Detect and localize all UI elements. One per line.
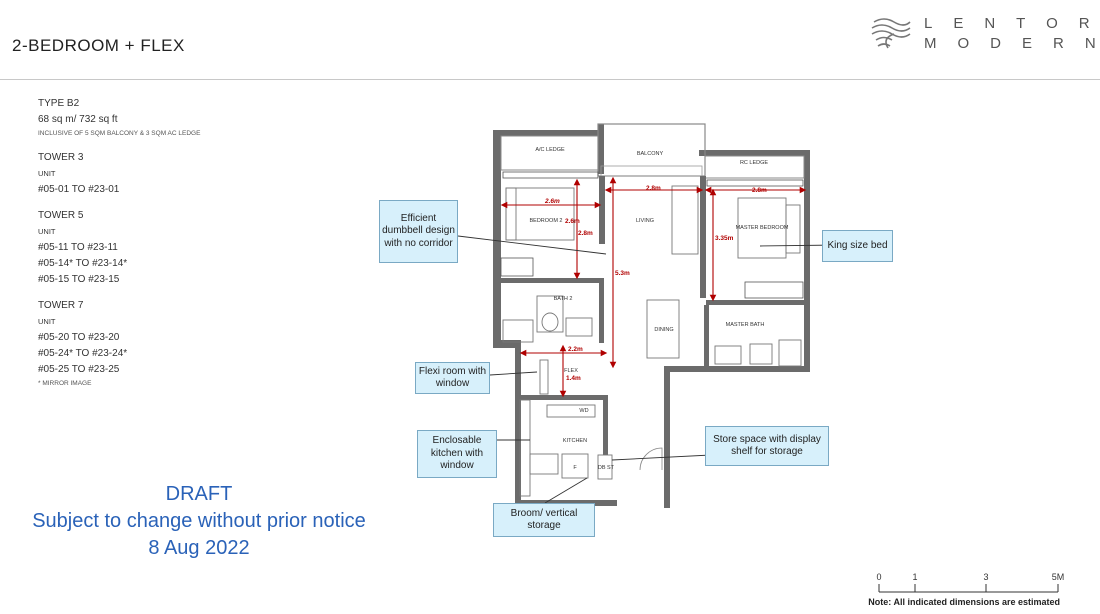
room-label-fridge: F <box>573 465 577 471</box>
scale-tick: 0 <box>876 572 881 582</box>
unit-info-panel: TYPE B2 68 sq m/ 732 sq ft INCLUSIVE OF … <box>38 96 200 390</box>
dim-flex-width: 2.2m <box>568 346 583 353</box>
mirror-note: * MIRROR IMAGE <box>38 380 92 387</box>
callout-king-bed: King size bed <box>822 230 893 262</box>
unit-area: 68 sq m/ 732 sq ft <box>38 114 118 125</box>
callout-broom-storage: Broom/ vertical storage <box>493 503 595 537</box>
room-label-bedroom-2: BEDROOM 2 <box>529 218 562 224</box>
unit-range: #05-15 TO #23-15 <box>38 274 120 285</box>
dim-flex-depth: 1.4m <box>566 375 581 382</box>
dim-master-depth: 3.35m <box>715 235 734 242</box>
dim-bedroom-width: 2.6m <box>544 198 560 205</box>
room-label-db-st: DB ST <box>598 465 615 471</box>
unit-type: TYPE B2 <box>38 98 80 109</box>
scale-tick: 1 <box>912 572 917 582</box>
unit-label: UNIT <box>38 227 56 236</box>
room-label-ac-ledge: A/C LEDGE <box>535 147 565 153</box>
entrance-door <box>639 447 663 471</box>
tower-name: TOWER 5 <box>38 210 84 221</box>
unit-label: UNIT <box>38 317 56 326</box>
draft-disclaimer: Subject to change without prior notice <box>32 510 366 532</box>
dim-corridor: 2.8m <box>578 230 593 237</box>
room-label-balcony: BALCONY <box>637 151 664 157</box>
balcony-outline <box>597 123 706 177</box>
draft-label: DRAFT <box>165 483 233 505</box>
windows <box>500 171 804 299</box>
unit-label: UNIT <box>38 169 56 178</box>
unit-range: #05-25 TO #23-25 <box>38 364 120 375</box>
scale-tick: 3 <box>983 572 988 582</box>
unit-range: #05-20 TO #23-20 <box>38 332 120 343</box>
page-title: 2-BEDROOM + FLEX <box>12 36 185 55</box>
scale-tick: 5M <box>1052 572 1065 582</box>
room-label-living: LIVING <box>636 218 654 224</box>
balcony-door <box>600 165 703 177</box>
draft-date: 8 Aug 2022 <box>148 537 250 559</box>
room-label-wd: WD <box>579 408 588 414</box>
unit-inclusive-note: INCLUSIVE OF 5 SQM BALCONY & 3 SQM AC LE… <box>38 130 201 137</box>
dim-master-width: 2.8m <box>752 187 767 194</box>
wave-logo-icon <box>871 18 911 49</box>
interior-walls <box>501 176 804 455</box>
dim-bedroom-depth: 2.6m <box>565 218 580 225</box>
brand-wordmark: LENTOR MODERN <box>924 14 1100 54</box>
draft-notice: DRAFT Subject to change without prior no… <box>0 481 398 562</box>
room-label-dining: DINING <box>654 327 673 333</box>
unit-range: #05-11 TO #23-11 <box>38 242 118 253</box>
room-label-flex: FLEX <box>564 368 578 374</box>
dim-living-width: 2.8m <box>646 185 661 192</box>
callout-store-space: Store space with display shelf for stora… <box>705 426 829 466</box>
tower-name: TOWER 3 <box>38 152 84 163</box>
dim-overall-depth: 5.3m <box>615 270 630 277</box>
room-label-bath-2: BATH 2 <box>554 296 573 302</box>
room-label-kitchen: KITCHEN <box>563 438 587 444</box>
scale-bar: 0 1 3 5M <box>876 572 1065 593</box>
room-label-master-bedroom: MASTER BEDROOM <box>736 225 789 231</box>
unit-range: #05-24* TO #23-24* <box>38 348 128 359</box>
ac-ledge-outline <box>500 135 599 171</box>
brand-line-1: LENTOR <box>924 15 1100 32</box>
brand-line-2: MODERN <box>924 35 1100 52</box>
callout-flexi-room: Flexi room with window <box>415 362 490 394</box>
brand-logo: LENTOR MODERN <box>868 12 1096 62</box>
callout-dumbbell-design: Efficient dumbbell design with no corrid… <box>379 200 458 263</box>
room-label-master-bath: MASTER BATH <box>726 322 765 328</box>
footer-note: Note: All indicated dimensions are estim… <box>868 597 1060 607</box>
header-divider <box>0 79 1100 80</box>
unit-range: #05-01 TO #23-01 <box>38 184 120 195</box>
unit-range: #05-14* TO #23-14* <box>38 258 128 269</box>
tower-name: TOWER 7 <box>38 300 84 311</box>
room-label-rc-ledge: RC LEDGE <box>740 160 768 166</box>
rc-ledge-outline <box>704 155 805 179</box>
callout-enclosable-kitchen: Enclosable kitchen with window <box>417 430 497 478</box>
